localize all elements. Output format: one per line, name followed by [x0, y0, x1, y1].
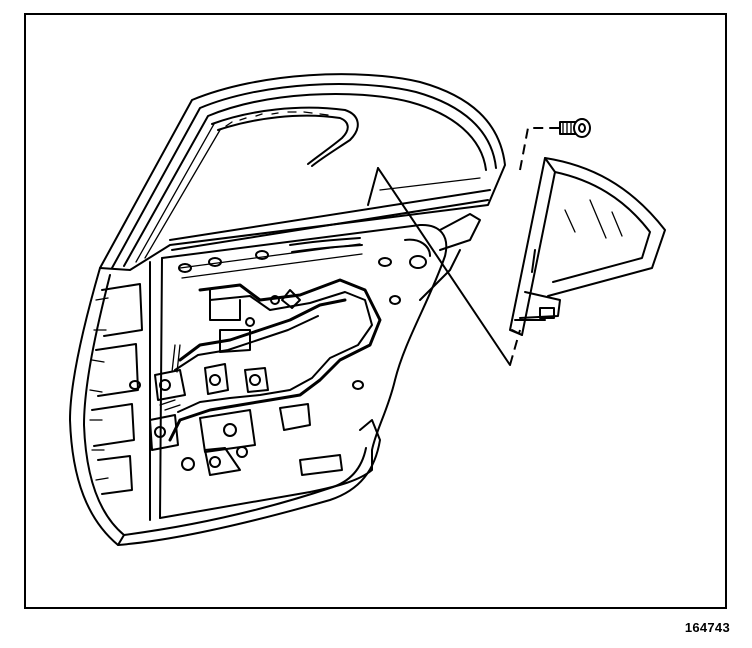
figure-frame [24, 13, 727, 609]
stationary-window-glass [509, 157, 666, 336]
figure-id-number: 164743 [684, 620, 730, 635]
door-window-frame [99, 73, 506, 271]
window-regulator-assembly [149, 278, 382, 476]
access-holes [129, 237, 427, 390]
glass-fastener-screw [519, 118, 591, 171]
window-run-channel [211, 106, 359, 167]
assembly-leader-lines [367, 167, 521, 366]
